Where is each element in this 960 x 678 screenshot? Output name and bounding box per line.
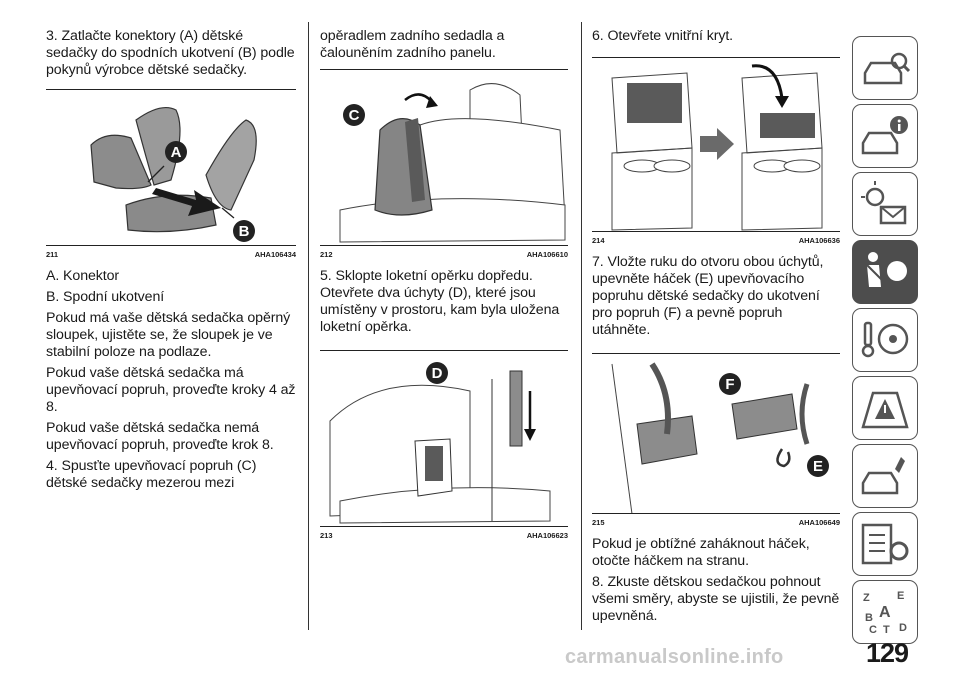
- index-letter: C: [869, 624, 877, 636]
- figure-top-rule: [592, 353, 840, 354]
- figure-code: AHA106434: [254, 250, 296, 259]
- tether-strap-illustration: C: [339, 83, 566, 243]
- child-seat-anchor-illustration: A B: [90, 107, 257, 242]
- step-3-text: 3. Zatlačte konektory (A) dětské sedačky…: [46, 28, 295, 78]
- figure-215: F E 215 AHA106649: [592, 354, 840, 528]
- figure-top-rule: [592, 57, 840, 58]
- callout-a-marker: [165, 141, 187, 163]
- tether-no-text: Pokud vaše dětská sedačka nemá upevňovac…: [46, 420, 274, 453]
- car-wrench-icon[interactable]: [852, 444, 918, 508]
- specifications-gear-icon[interactable]: [852, 512, 918, 576]
- road-warning-icon[interactable]: [852, 376, 918, 440]
- inner-cover-illustration: [611, 64, 823, 231]
- figure-top-rule: [320, 69, 568, 70]
- column-1: 3. Zatlačte konektory (A) dětské sedačky…: [46, 28, 296, 496]
- callout-b-marker: [233, 220, 255, 242]
- armrest-straps-illustration: D: [329, 362, 551, 524]
- figure-top-rule: [46, 89, 296, 90]
- callout-e-label: E: [813, 458, 823, 475]
- figure-caption: 213 AHA106623: [320, 526, 568, 541]
- column-divider: [308, 22, 309, 630]
- figure-top-rule: [320, 350, 568, 351]
- step-4-text: 4. Spusťte upevňovací popruh (C) dětské …: [46, 458, 257, 491]
- car-info-icon[interactable]: [852, 104, 918, 168]
- index-letter: D: [899, 622, 907, 634]
- figure-214: 214 AHA106636: [592, 58, 840, 246]
- callout-d-label: D: [432, 365, 443, 382]
- figure-number: 213: [320, 531, 333, 540]
- callout-b-label: B: [239, 223, 250, 240]
- page-number: 129: [866, 638, 909, 668]
- figure-213: D 213 AHA106623: [320, 351, 568, 541]
- index-letter: A: [879, 604, 891, 621]
- figure-caption: 211 AHA106434: [46, 245, 296, 260]
- column-divider: [581, 22, 582, 630]
- hook-anchor-illustration: F E: [611, 362, 829, 514]
- figure-code: AHA106649: [798, 518, 840, 527]
- step-7-text: 7. Vložte ruku do otvoru obou úchytů, up…: [592, 254, 824, 338]
- tether-yes-text: Pokud vaše dětská sedačka má upevňovací …: [46, 365, 296, 415]
- figure-212: C 212 AHA106610: [320, 70, 568, 260]
- warning-light-message-icon[interactable]: [852, 172, 918, 236]
- watermark: carmanualsonline.info: [565, 646, 784, 668]
- callout-a-label: A: [171, 144, 182, 161]
- index-letter: E: [897, 590, 904, 602]
- index-letter: T: [883, 624, 890, 636]
- figure-number: 215: [592, 518, 605, 527]
- step-8-text: 8. Zkuste dětskou sedačkou pohnout všemi…: [592, 574, 840, 624]
- callout-e-marker: [807, 455, 829, 477]
- index-letter: Z: [863, 592, 870, 604]
- figure-caption: 214 AHA106636: [592, 231, 840, 246]
- column-2: opěradlem zadního sedadla a čalouněním z…: [320, 28, 568, 541]
- callout-f-marker: [719, 373, 741, 395]
- figure-number: 212: [320, 250, 333, 259]
- figure-caption: 215 AHA106649: [592, 513, 840, 528]
- figure-number: 214: [592, 236, 605, 245]
- step-4-continued-text: opěradlem zadního sedadla a čalouněním z…: [320, 28, 505, 61]
- legend-a-text: A. Konektor: [46, 268, 120, 284]
- airbag-seatbelt-icon[interactable]: [852, 240, 918, 304]
- figure-caption: 212 AHA106610: [320, 245, 568, 260]
- step-5-text: 5. Sklopte loketní opěrku dopředu. Otevř…: [320, 268, 560, 335]
- index-letter: B: [865, 612, 873, 624]
- legend-b-text: B. Spodní ukotvení: [46, 289, 165, 305]
- callout-d-marker: [426, 362, 448, 384]
- callout-f-label: F: [725, 376, 734, 393]
- figure-code: AHA106610: [526, 250, 568, 259]
- callout-c-marker: [343, 104, 365, 126]
- hook-tip-text: Pokud je obtížné zaháknout háček, otočte…: [592, 536, 810, 569]
- step-6-text: 6. Otevřete vnitřní kryt.: [592, 28, 733, 44]
- figure-number: 211: [46, 250, 59, 259]
- support-leg-text: Pokud má vaše dětská sedačka opěrný slou…: [46, 310, 291, 360]
- column-3: 6. Otevřete vnitřní kryt. 214 AHA106636 …: [592, 28, 840, 629]
- figure-code: AHA106623: [526, 531, 568, 540]
- alphabetical-index-icon[interactable]: Z E A B C T D: [852, 580, 918, 644]
- key-steering-wheel-icon[interactable]: [852, 308, 918, 372]
- figure-code: AHA106636: [798, 236, 840, 245]
- car-magnifier-icon[interactable]: [852, 36, 918, 100]
- callout-c-label: C: [349, 107, 360, 124]
- figure-211: A B 211 AHA106434: [46, 90, 296, 260]
